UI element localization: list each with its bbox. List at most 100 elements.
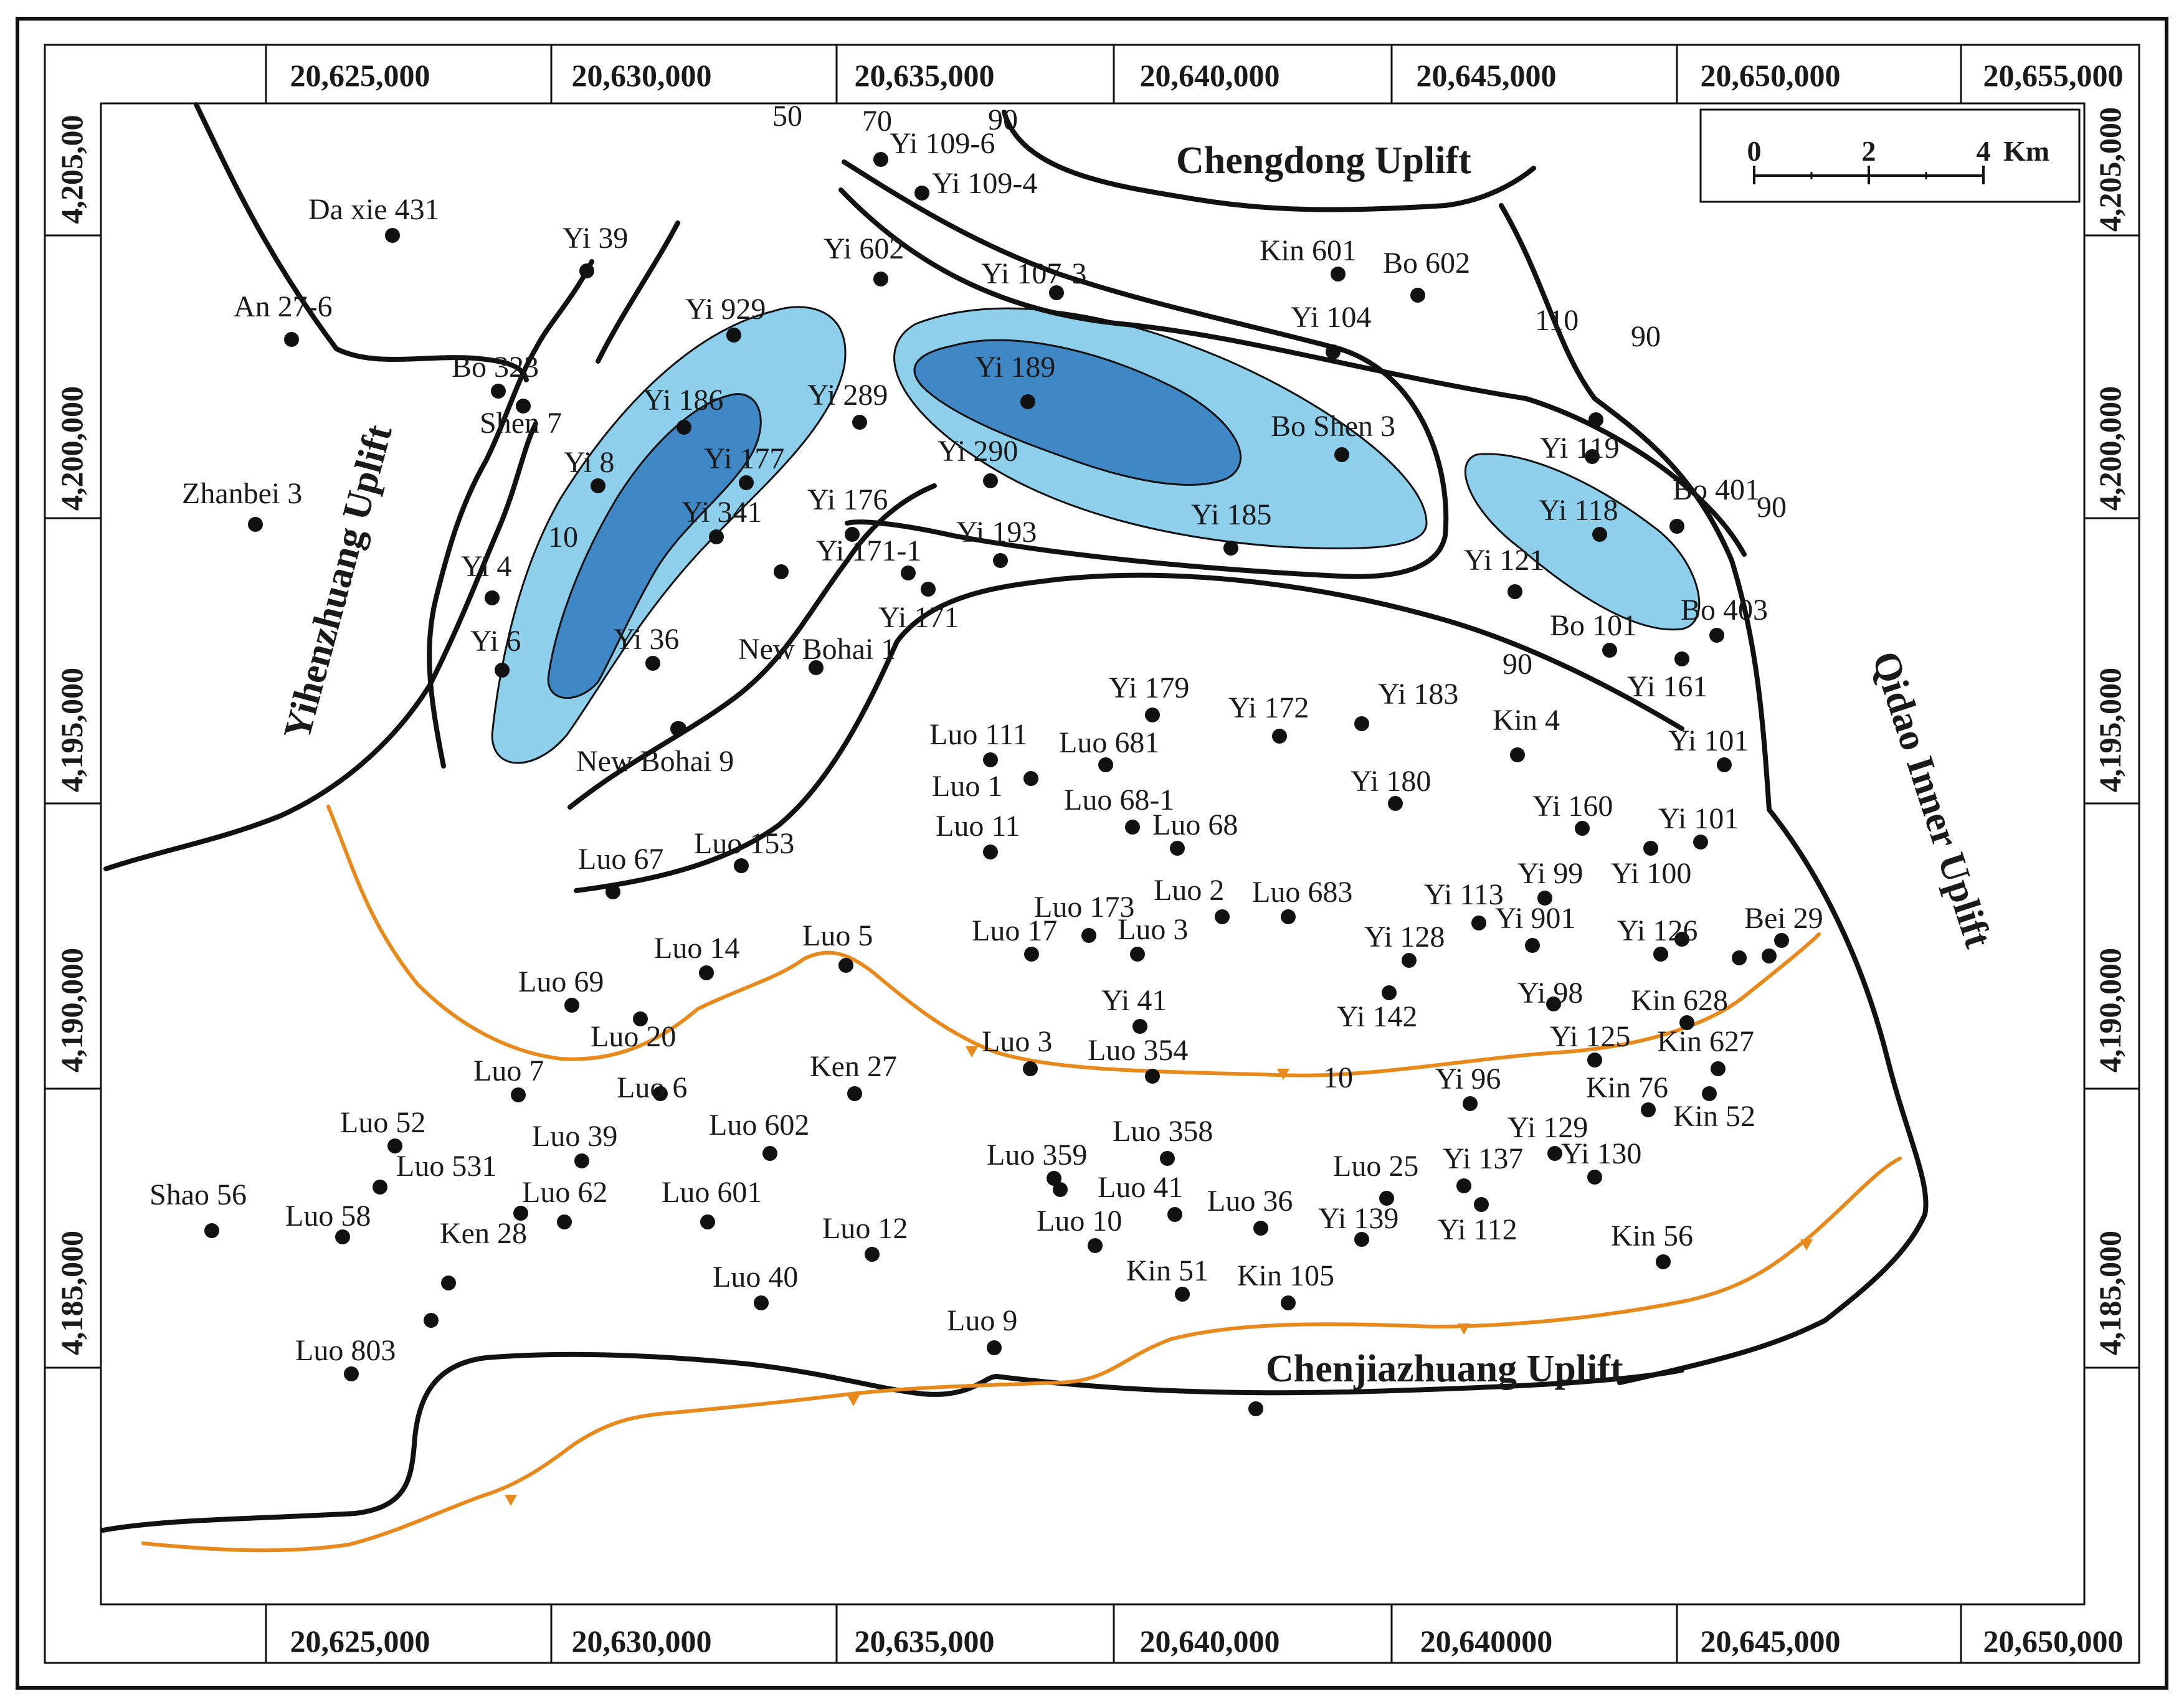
well-dot — [699, 965, 714, 980]
well-dot — [653, 1086, 668, 1101]
well-dot — [983, 473, 998, 488]
left-coord-label: 4,185,000 — [54, 1231, 89, 1355]
well-label: Yi 130 — [1561, 1137, 1641, 1170]
left-coord-label: 4,190,000 — [54, 948, 89, 1072]
well-dot — [1709, 628, 1724, 643]
right-coord-label: 4,200,000 — [2092, 386, 2127, 511]
well-label: Luo 14 — [654, 932, 739, 965]
well-dot — [734, 858, 749, 873]
well-dot — [1507, 584, 1522, 599]
top-coord-label: 20,635,000 — [855, 58, 995, 93]
well-dot — [1643, 841, 1658, 856]
well-label: Kin 52 — [1673, 1100, 1755, 1133]
well-dot — [1463, 1096, 1478, 1111]
bottom-coord-label: 20,650,000 — [1983, 1624, 2124, 1659]
well-label: Ken 28 — [440, 1217, 527, 1250]
well-label: Luo 39 — [532, 1120, 617, 1153]
left-coord-ticks — [45, 234, 101, 1369]
well-dot — [983, 752, 998, 767]
well-label: Bo 101 — [1550, 609, 1637, 642]
well-dot — [987, 1340, 1002, 1355]
well-dot — [1272, 729, 1287, 744]
well-label: Yi 4 — [461, 550, 511, 583]
well-label: Luo 602 — [709, 1109, 809, 1142]
left-coord-label: 4,195,000 — [54, 668, 89, 792]
well-label: Yi 139 — [1318, 1202, 1398, 1235]
well-label: Luo 173 — [1034, 891, 1134, 924]
region-chenjiazhuang: Chenjiazhuang Uplift — [1266, 1348, 1623, 1390]
well-label: Yi 113 — [1424, 878, 1504, 911]
northwest-boundary — [194, 102, 529, 382]
well-dot — [1537, 891, 1552, 906]
scale-label: 4 — [1977, 135, 1991, 167]
well-label: Luo 11 — [936, 810, 1020, 843]
well-label: Luo 683 — [1252, 876, 1352, 909]
well-label: Yi 161 — [1627, 670, 1707, 703]
coordinate-frame — [44, 44, 2140, 1664]
well-dot — [1130, 947, 1145, 962]
well-dot — [709, 529, 724, 544]
well-label: Luo 9 — [947, 1304, 1017, 1337]
well-dot — [344, 1366, 359, 1381]
well-dot — [1585, 449, 1600, 464]
well-label: Luo 67 — [578, 843, 663, 876]
well-label: Luo 2 — [1154, 874, 1224, 907]
well-label: Luo 17 — [972, 914, 1057, 947]
well-dot — [1471, 916, 1486, 930]
bottom-coord-ticks — [265, 1604, 1962, 1663]
well-label: Yi 289 — [807, 379, 888, 412]
well-label: Yi 101 — [1658, 802, 1739, 835]
well-dot — [645, 656, 660, 671]
well-dot — [605, 884, 620, 899]
well-label: Luo 36 — [1207, 1185, 1293, 1218]
well-dot — [1049, 285, 1064, 300]
well-dots — [204, 152, 1789, 1416]
well-dot — [1575, 821, 1590, 836]
central-fault — [326, 805, 1821, 1077]
well-label: Luo 68-1 — [1064, 783, 1174, 817]
well-dot — [441, 1276, 456, 1290]
well-dot — [557, 1214, 572, 1229]
well-dot — [1510, 747, 1525, 762]
well-label: Luo 803 — [295, 1334, 396, 1367]
well-label: Yi 172 — [1228, 691, 1309, 724]
well-dot — [1354, 1232, 1369, 1247]
well-dot — [373, 1180, 387, 1195]
well-dot — [1732, 950, 1747, 965]
well-dot — [921, 582, 936, 597]
fault-barb — [1277, 1069, 1289, 1080]
well-label: Luo 681 — [1059, 726, 1159, 759]
well-label: Yi 129 — [1507, 1111, 1588, 1144]
well-dot — [700, 1214, 715, 1229]
well-label: Yi 6 — [470, 625, 521, 658]
arc-contour-2 — [574, 572, 1684, 893]
fault-barb — [1800, 1239, 1813, 1251]
well-dot — [1717, 757, 1732, 772]
well-label: Luo 359 — [987, 1138, 1087, 1172]
well-dot — [1125, 820, 1140, 835]
well-dot — [774, 564, 789, 579]
well-label: Yi 118 — [1539, 494, 1618, 527]
well-dot — [1674, 932, 1689, 947]
inner-ring-contour — [842, 159, 1449, 579]
top-coord-label: 20,655,000 — [1983, 58, 2124, 93]
well-dot — [1145, 708, 1160, 722]
contour-labels: 50 70 90 10 90 110 90 90 10 — [548, 100, 1787, 1094]
well-label: Yi 177 — [704, 442, 784, 475]
well-dot — [1253, 1221, 1268, 1236]
well-dot — [491, 384, 506, 399]
well-dot — [739, 475, 754, 490]
well-dot — [1047, 1171, 1061, 1186]
well-label: Yi 341 — [681, 496, 762, 529]
contour-label: 110 — [1535, 304, 1579, 337]
well-dot — [1525, 938, 1540, 953]
well-label: Yi 189 — [975, 351, 1055, 384]
well-label: Yi 185 — [1191, 498, 1271, 531]
well-dot — [1762, 949, 1777, 963]
well-dot — [516, 399, 531, 414]
well-dot — [865, 1247, 880, 1262]
well-dot — [1098, 757, 1113, 772]
well-dot — [511, 1087, 526, 1102]
well-dot — [1334, 447, 1349, 462]
